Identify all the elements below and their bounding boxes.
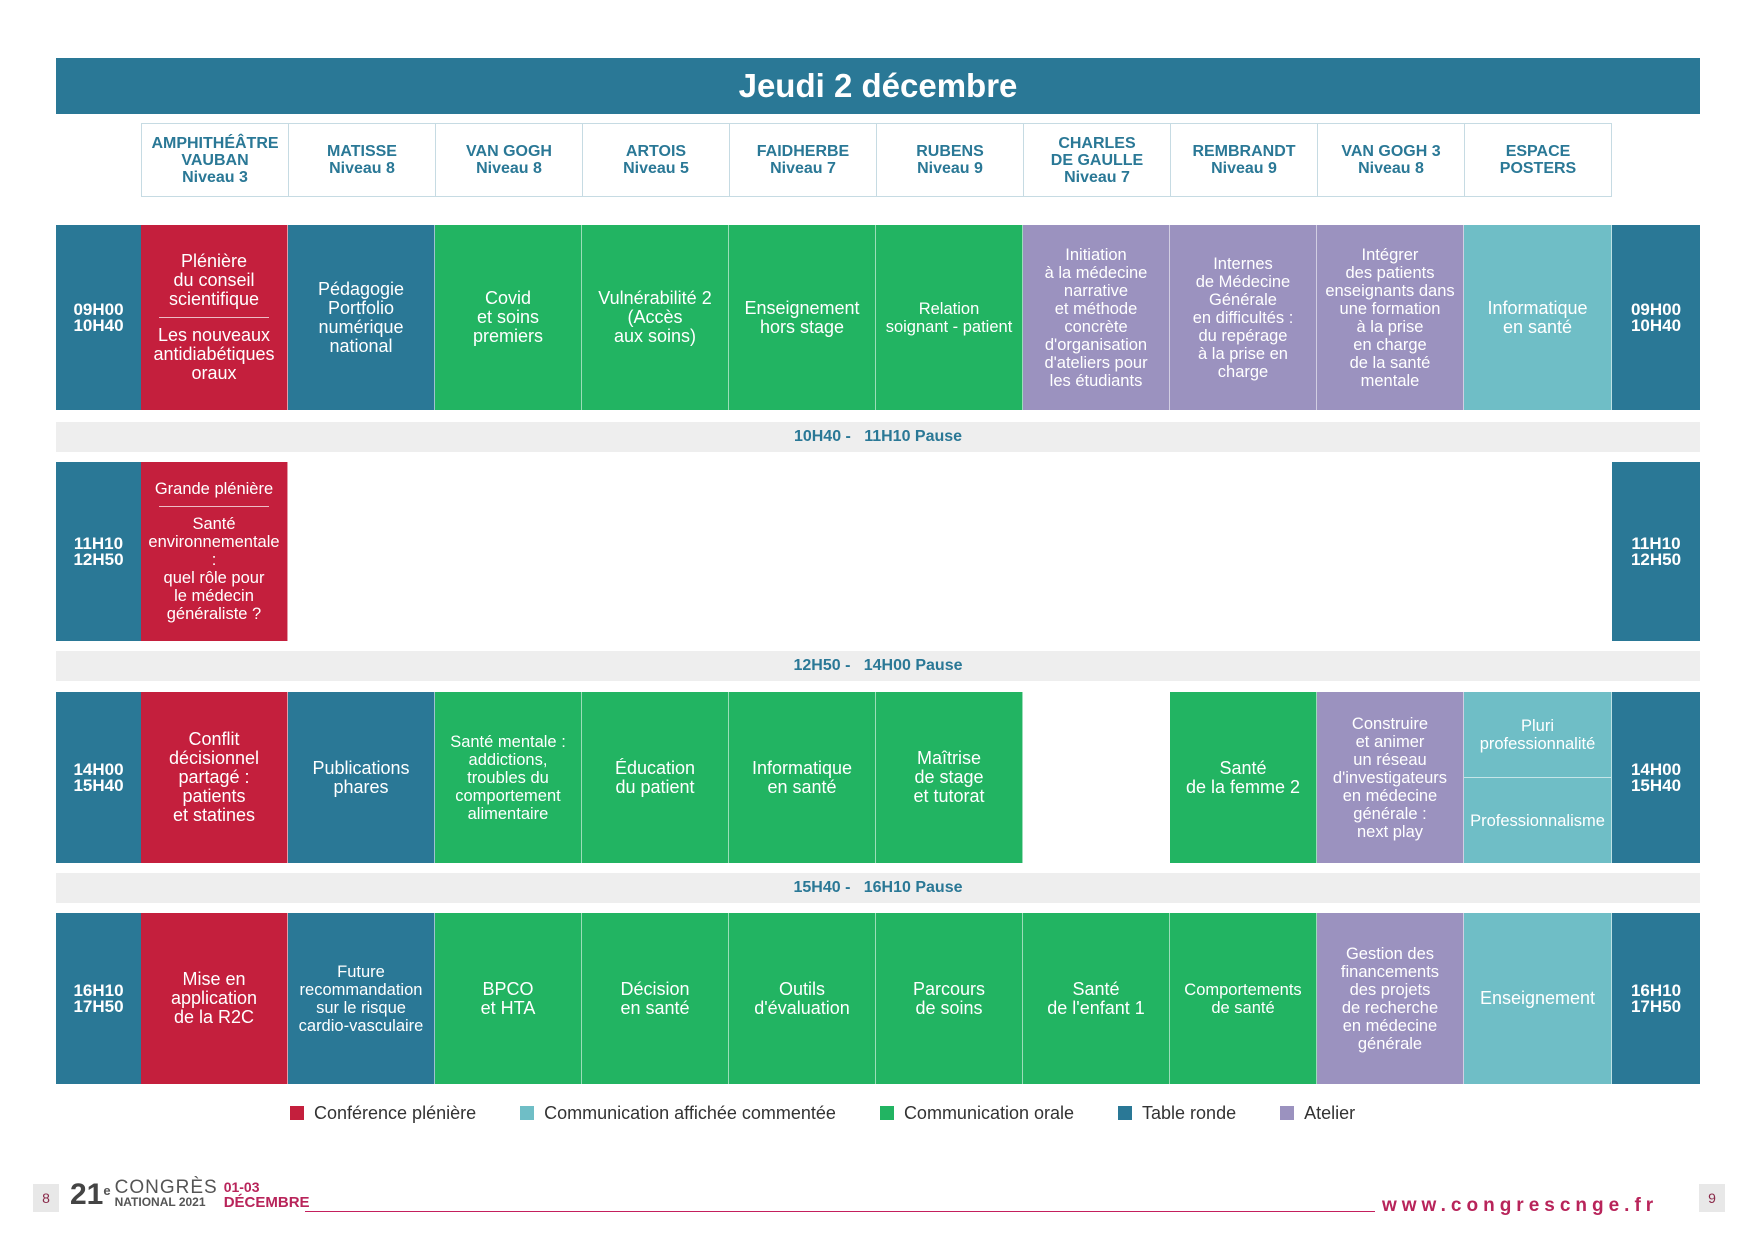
legend-swatch-pleniere <box>290 1106 304 1120</box>
room-header-faidherbe: FAIDHERBE Niveau 7 <box>729 123 877 197</box>
legend: Conférence plénière Communication affich… <box>290 1102 1399 1124</box>
session-card[interactable]: Plénière du conseil scientifique Les nou… <box>141 225 288 410</box>
session-card[interactable]: Future recommandation sur le risque card… <box>288 913 435 1084</box>
pause-bar: 10H40 - 11H10 Pause <box>56 422 1700 452</box>
session-subtitle: Santé environnementale : quel rôle pour … <box>148 515 280 623</box>
congress-logo: 21 e CONGRÈS NATIONAL 2021 01-03 DÉCEMBR… <box>70 1177 310 1211</box>
legend-label: Atelier <box>1304 1102 1356 1123</box>
legend-label: Conférence plénière <box>314 1102 477 1123</box>
session-card[interactable]: Informatique en santé <box>729 692 876 863</box>
session-card[interactable]: Santé de la femme 2 <box>1170 692 1317 863</box>
legend-item: Conférence plénière <box>290 1103 476 1124</box>
page-number-left: 8 <box>33 1184 59 1212</box>
time-slot-left: 09H00 10H40 <box>56 225 141 410</box>
pause-bar: 12H50 - 14H00 Pause <box>56 651 1700 681</box>
time-slot-right: 16H10 17H50 <box>1612 913 1700 1084</box>
session-card[interactable]: Maîtrise de stage et tutorat <box>876 692 1023 863</box>
session-card[interactable]: Gestion des financements des projets de … <box>1317 913 1464 1084</box>
session-card[interactable]: Santé mentale : addictions, troubles du … <box>435 692 582 863</box>
time-slot-right: 14H00 15H40 <box>1612 692 1700 863</box>
room-header-artois: ARTOIS Niveau 5 <box>582 123 730 197</box>
session-card[interactable]: Conflit décisionnel partagé : patients e… <box>141 692 288 863</box>
session-title[interactable]: Professionnalisme <box>1464 777 1611 863</box>
session-card-split[interactable]: Pluri professionnalité Professionnalisme <box>1464 692 1612 863</box>
session-card[interactable]: Enseignement hors stage <box>729 225 876 410</box>
session-subtitle: Les nouveaux antidiabétiques oraux <box>153 325 275 383</box>
time-slot-right: 09H00 10H40 <box>1612 225 1700 410</box>
session-card[interactable]: Parcours de soins <box>876 913 1023 1084</box>
room-header-rembrandt: REMBRANDT Niveau 9 <box>1170 123 1318 197</box>
time-slot-left: 11H10 12H50 <box>56 462 141 641</box>
legend-swatch-table-ronde <box>1118 1106 1133 1120</box>
pause-bar: 15H40 - 16H10 Pause <box>56 873 1700 903</box>
divider <box>159 506 269 507</box>
legend-item: Communication orale <box>879 1102 1075 1124</box>
legend-item: Atelier <box>1280 1103 1355 1124</box>
session-card[interactable]: Publications phares <box>288 692 435 863</box>
session-card[interactable]: Construire et animer un réseau d'investi… <box>1317 692 1464 863</box>
session-title: Plénière du conseil scientifique <box>168 251 260 309</box>
session-card[interactable]: BPCO et HTA <box>435 913 582 1084</box>
logo-line1: CONGRÈS <box>114 1177 218 1198</box>
legend-label: Communication affichée commentée <box>544 1102 836 1123</box>
time-slot-left: 16H10 17H50 <box>56 913 141 1084</box>
room-header-rubens: RUBENS Niveau 9 <box>876 123 1024 197</box>
legend-label: Communication orale <box>903 1102 1075 1123</box>
session-card[interactable]: Mise en application de la R2C <box>141 913 288 1084</box>
session-title: Grande plénière <box>154 480 274 498</box>
footer-divider <box>305 1211 1375 1212</box>
session-card[interactable]: Outils d'évaluation <box>729 913 876 1084</box>
session-card[interactable]: Intégrer des patients enseignants dans u… <box>1317 225 1464 410</box>
room-header-vangogh: VAN GOGH Niveau 8 <box>435 123 583 197</box>
session-card[interactable]: Covid et soins premiers <box>435 225 582 410</box>
day-title: Jeudi 2 décembre <box>56 58 1700 114</box>
session-card[interactable]: Informatique en santé <box>1464 225 1612 410</box>
session-card[interactable]: Comportements de santé <box>1170 913 1317 1084</box>
session-card[interactable]: Pédagogie Portfolio numérique national <box>288 225 435 410</box>
page-number-right: 9 <box>1699 1184 1725 1212</box>
legend-item: Communication affichée commentée <box>520 1103 836 1124</box>
session-card[interactable]: Relation soignant - patient <box>876 225 1023 410</box>
room-header-vangogh3: VAN GOGH 3 Niveau 8 <box>1317 123 1465 197</box>
session-card[interactable]: Enseignement <box>1464 913 1612 1084</box>
legend-swatch-orale <box>879 1106 894 1120</box>
room-header-degaulle: CHARLES DE GAULLE Niveau 7 <box>1023 123 1171 197</box>
website-link[interactable]: www.congrescnge.fr <box>1382 1195 1659 1216</box>
session-card[interactable]: Santé de l'enfant 1 <box>1023 913 1170 1084</box>
session-card[interactable]: Internes de Médecine Générale en difficu… <box>1170 225 1317 410</box>
divider <box>159 317 269 318</box>
legend-item: Table ronde <box>1118 1103 1236 1124</box>
room-header-vauban: AMPHITHÉÂTRE VAUBAN Niveau 3 <box>141 123 289 197</box>
logo-line2: NATIONAL 2021 <box>114 1195 206 1209</box>
session-card[interactable]: Vulnérabilité 2 (Accès aux soins) <box>582 225 729 410</box>
logo-dates: 01-03 <box>223 1179 260 1195</box>
legend-swatch-atelier <box>1280 1106 1295 1120</box>
time-slot-left: 14H00 15H40 <box>56 692 141 863</box>
legend-label: Table ronde <box>1142 1102 1237 1123</box>
legend-swatch-affichee <box>520 1106 535 1120</box>
session-card[interactable]: Décision en santé <box>582 913 729 1084</box>
session-card[interactable]: Grande plénière Santé environnementale :… <box>141 462 288 641</box>
session-card[interactable]: Initiation à la médecine narrative et mé… <box>1023 225 1170 410</box>
time-slot-right: 11H10 12H50 <box>1612 462 1700 641</box>
room-header-posters: ESPACE POSTERS <box>1464 123 1612 197</box>
logo-month: DÉCEMBRE <box>223 1194 310 1211</box>
logo-edition: 21 <box>70 1178 104 1211</box>
session-card[interactable]: Éducation du patient <box>582 692 729 863</box>
logo-edition-sup: e <box>103 1183 111 1198</box>
session-title[interactable]: Pluri professionnalité <box>1479 716 1596 753</box>
room-header-matisse: MATISSE Niveau 8 <box>288 123 436 197</box>
